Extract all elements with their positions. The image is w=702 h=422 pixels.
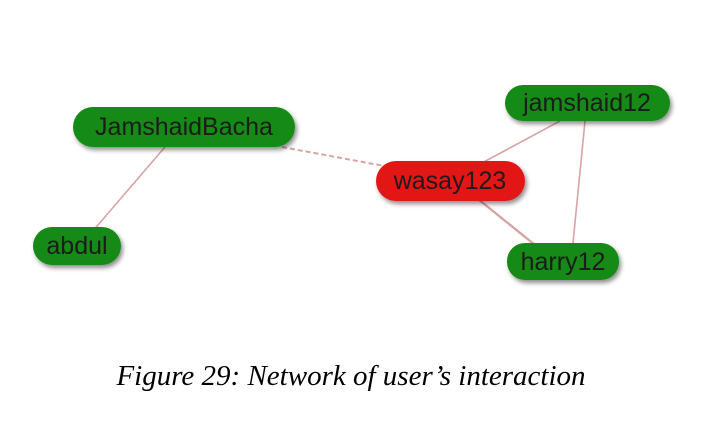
node-wasay123[interactable]: wasay123 <box>376 161 525 201</box>
node-shape <box>33 227 121 265</box>
edge-wasay123-harry12 <box>477 198 536 246</box>
node-jamshaid12[interactable]: jamshaid12 <box>505 85 670 121</box>
node-shape <box>376 161 525 201</box>
edge-jamshaidbacha-abdul <box>91 146 166 233</box>
edge-wasay123-jamshaid12 <box>479 120 561 165</box>
edge-jamshaidbacha-wasay123 <box>281 146 396 169</box>
node-jamshaidbacha[interactable]: JamshaidBacha <box>73 107 295 147</box>
node-shape <box>73 107 295 147</box>
node-label: JamshaidBacha <box>95 113 273 141</box>
node-label: wasay123 <box>393 167 507 195</box>
edges <box>91 120 586 246</box>
node-label: harry12 <box>521 248 606 276</box>
node-label: abdul <box>46 232 107 260</box>
node-harry12[interactable]: harry12 <box>507 243 619 280</box>
node-label: jamshaid12 <box>522 89 651 117</box>
node-shape <box>507 243 619 280</box>
network-graph: JamshaidBacha jamshaid12 wasay123 abdul … <box>33 85 670 280</box>
edge-jamshaid12-harry12 <box>572 120 586 244</box>
node-shape <box>505 85 670 121</box>
figure-caption: Figure 29: Network of user’s interaction <box>116 360 586 392</box>
node-abdul[interactable]: abdul <box>33 227 121 265</box>
